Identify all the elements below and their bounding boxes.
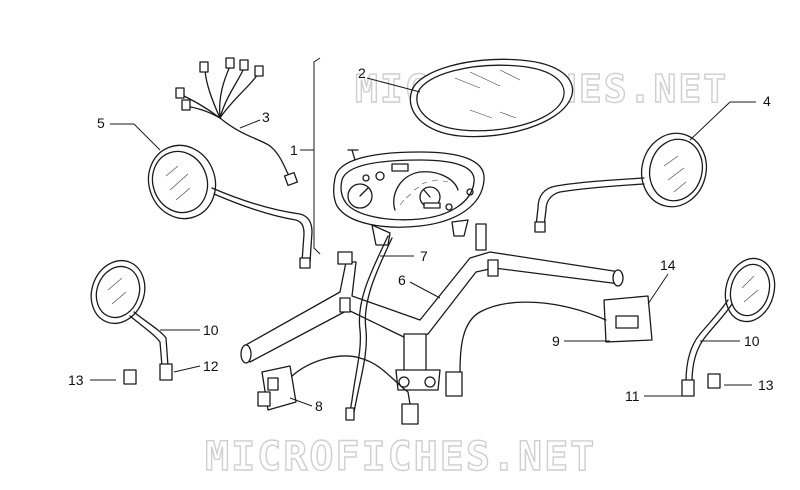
- wiring-loom: [175, 57, 299, 187]
- left-switch: [257, 355, 419, 425]
- callout-12: 12: [203, 358, 219, 374]
- leader-lines: [90, 57, 756, 407]
- callout-3: 3: [262, 109, 270, 125]
- instrument-cluster: [333, 149, 485, 246]
- callout-6: 6: [398, 272, 406, 288]
- callout-10-left: 10: [203, 322, 219, 338]
- callout-7: 7: [420, 248, 428, 264]
- callout-1: 1: [290, 142, 298, 158]
- watermark-bottom: MICROFICHES.NET: [205, 434, 596, 480]
- callout-4: 4: [763, 93, 771, 109]
- callout-5: 5: [97, 115, 105, 131]
- callout-2: 2: [358, 65, 366, 81]
- callout-labels: 1 2 3 4 5 6 7 8 9 10 10 11 12 13 13 14: [68, 65, 774, 414]
- callout-9: 9: [552, 333, 560, 349]
- callout-13-left: 13: [68, 372, 84, 388]
- right-switch: [445, 295, 653, 397]
- instrument-glass: [409, 58, 574, 138]
- callout-11: 11: [625, 388, 640, 404]
- callout-14: 14: [660, 257, 676, 273]
- mirror-left-small: [90, 259, 173, 385]
- handlebar: [240, 223, 624, 391]
- callout-8: 8: [315, 398, 323, 414]
- mirror-left-large: [147, 144, 313, 269]
- callout-13-right: 13: [758, 377, 774, 393]
- mirror-right-large: [534, 132, 708, 233]
- callout-10-right: 10: [744, 333, 760, 349]
- speedo-cable: [345, 235, 393, 421]
- mirror-right-small: [681, 257, 776, 397]
